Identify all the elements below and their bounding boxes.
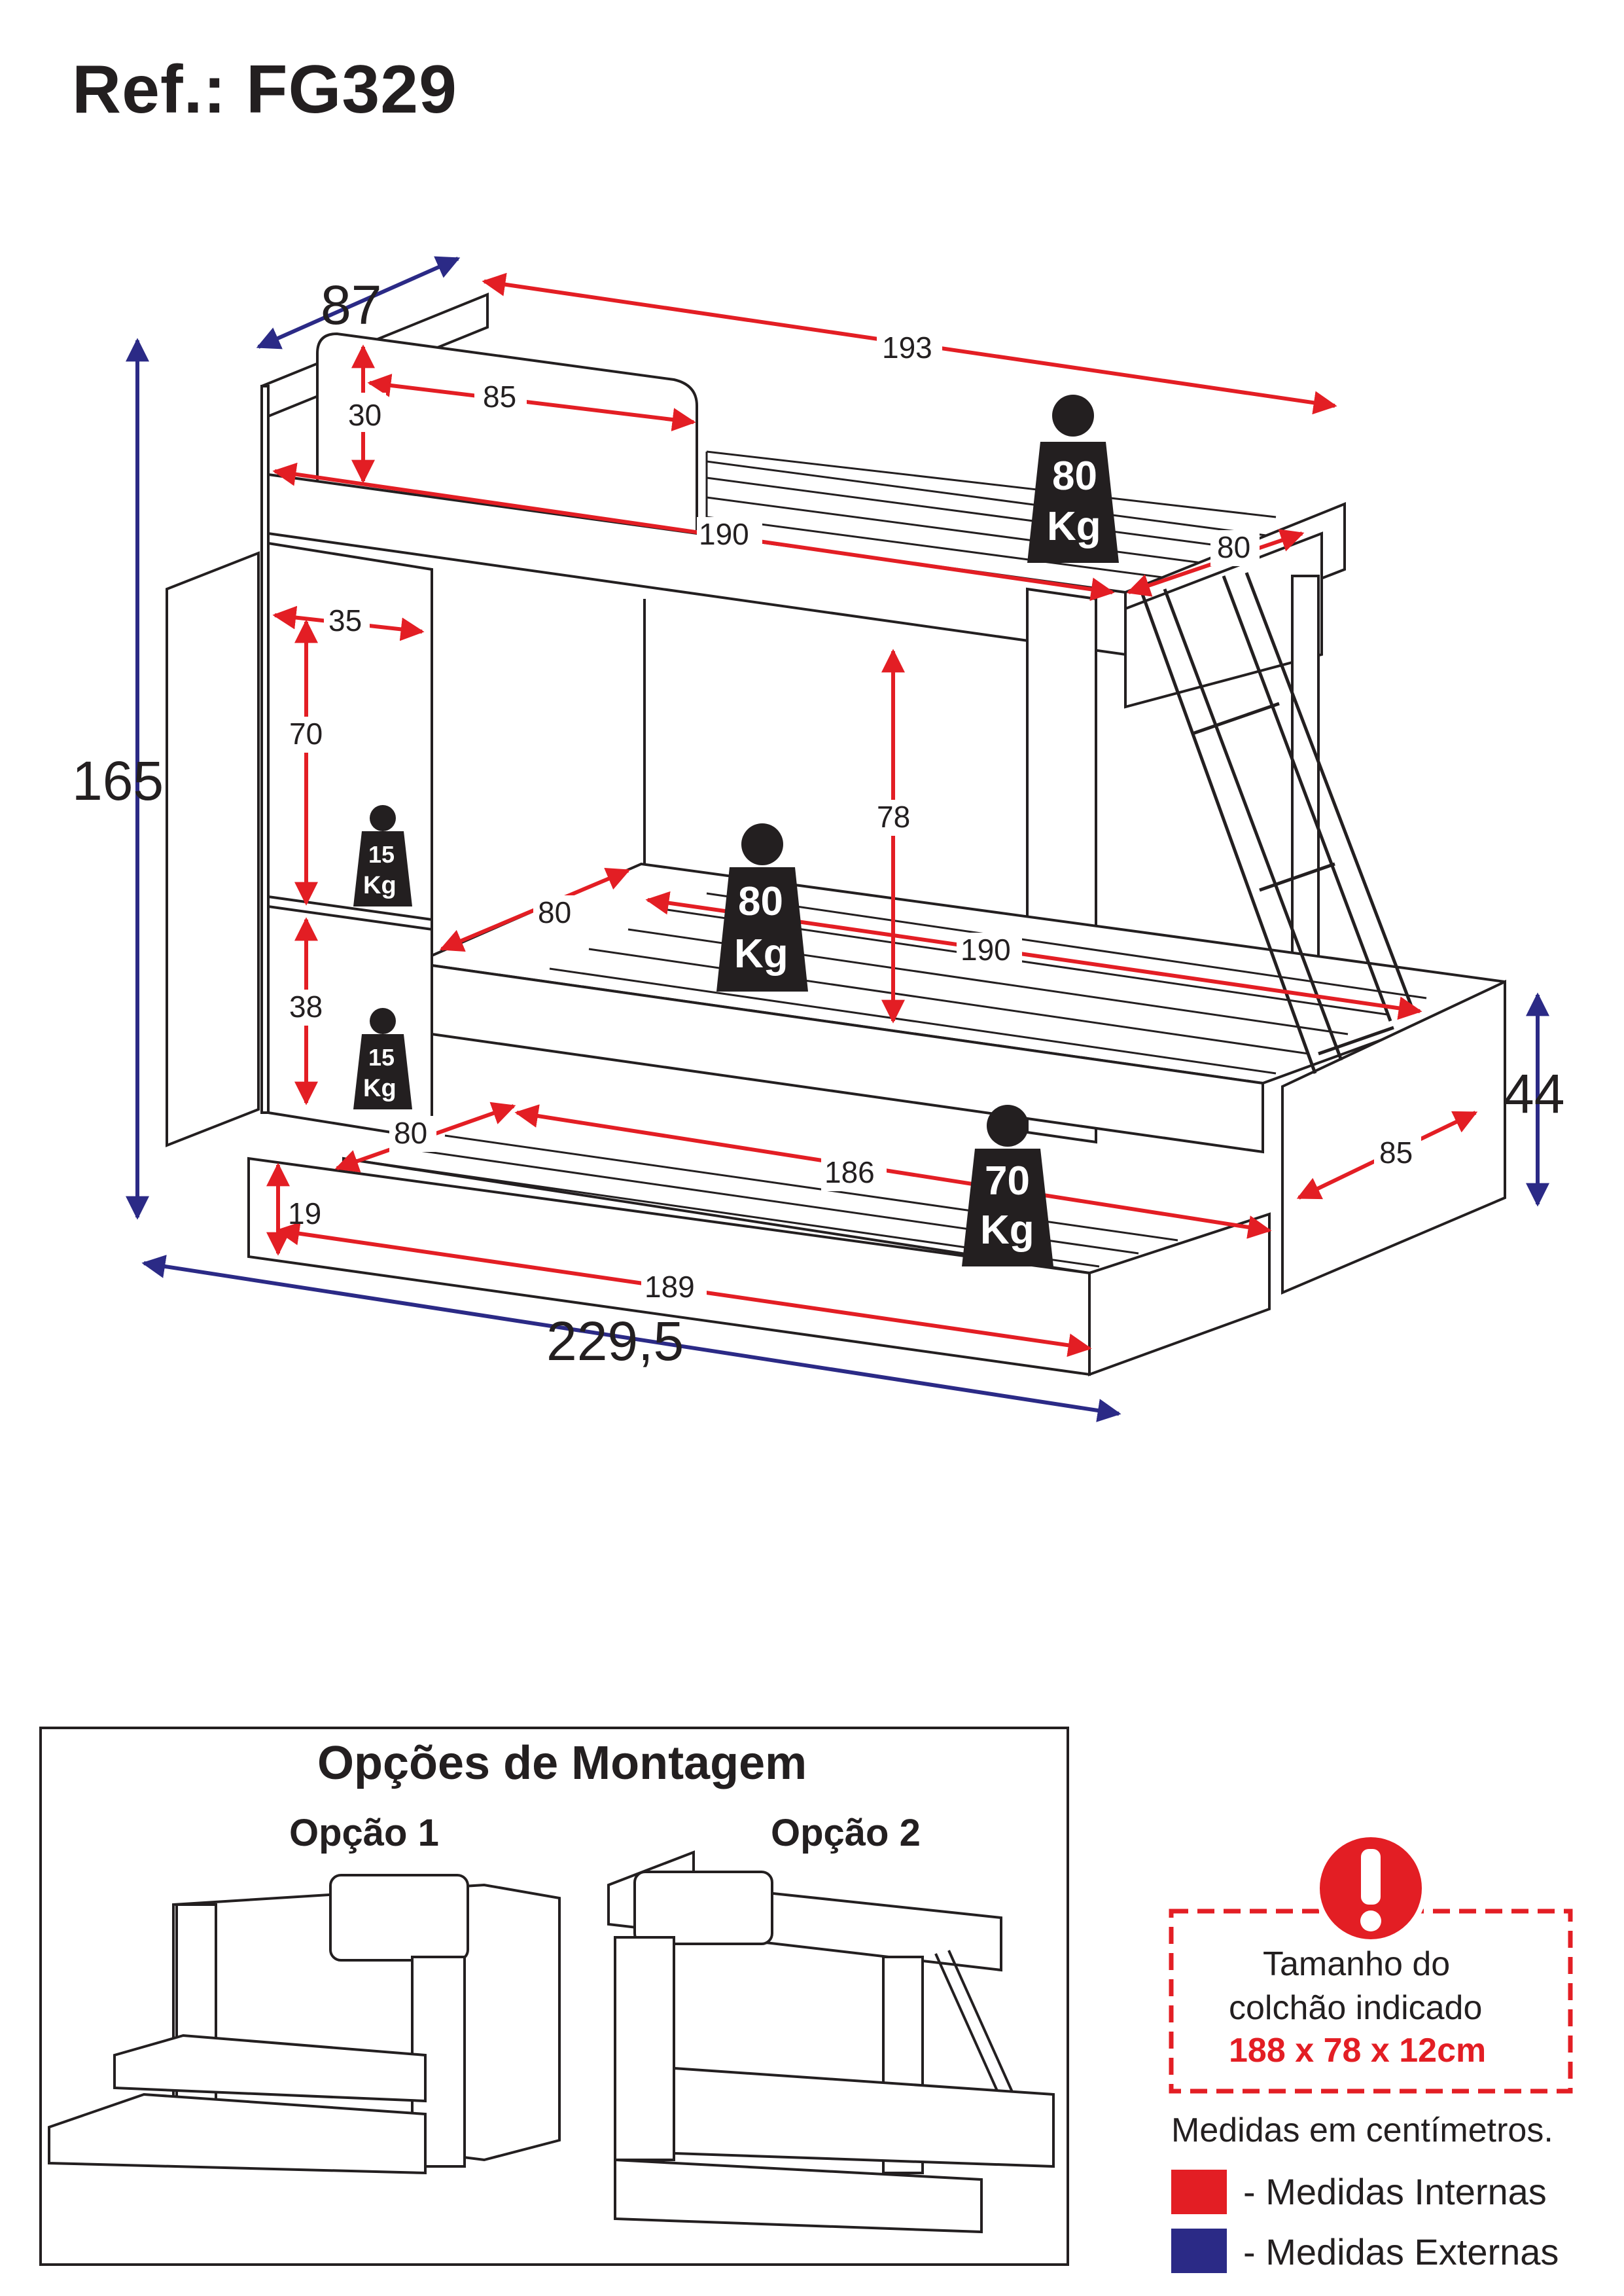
svg-text:70: 70 [985, 1158, 1030, 1204]
shelf-lower-height-label: 38 [289, 990, 323, 1024]
option2-label: Opção 2 [771, 1812, 921, 1854]
mattress-size: 188 x 78 x 12cm [1229, 2032, 1486, 2070]
option1-thumbnail [48, 1874, 561, 2175]
weight-icon-shelf-lower: 15 Kg [353, 1008, 412, 1109]
top-rail-height-label: 30 [348, 398, 381, 432]
weight-icon-top-bed: 80 Kg [1027, 395, 1119, 563]
assembly-options-box: Opções de Montagem Opção 1 Opção 2 [39, 1727, 1069, 2266]
weight-icon-trundle: 70 Kg [962, 1105, 1053, 1266]
legend-external-swatch [1171, 2229, 1227, 2273]
svg-text:Kg: Kg [363, 1075, 397, 1102]
weight-icon-shelf-upper: 15 Kg [353, 805, 412, 906]
legend-internal-swatch [1171, 2170, 1227, 2214]
mattress-notice: Tamanho do colchão indicado 188 x 78 x 1… [1169, 1832, 1573, 2094]
reference-title: Ref.: FG329 [72, 52, 457, 128]
legend-internal-label: - Medidas Internas [1243, 2171, 1547, 2212]
top-rail-length-label: 85 [483, 380, 516, 414]
legend-external-label: - Medidas Externas [1243, 2231, 1559, 2272]
svg-text:Kg: Kg [980, 1208, 1034, 1253]
svg-text:Kg: Kg [1047, 504, 1101, 549]
svg-text:Kg: Kg [734, 931, 788, 977]
svg-text:80: 80 [738, 879, 783, 924]
shelf-width-label: 35 [328, 603, 362, 637]
warning-icon [1315, 1832, 1427, 1945]
weight-icon-lower-bed: 80 Kg [716, 823, 808, 992]
trundle-width-label: 80 [394, 1116, 427, 1150]
lower-clearance-label: 78 [877, 800, 910, 834]
lower-bed-length-label: 190 [961, 933, 1011, 967]
svg-text:80: 80 [1052, 454, 1097, 499]
option1-label: Opção 1 [289, 1812, 439, 1854]
depth-label: 87 [321, 274, 381, 336]
top-mattress-length-label: 190 [699, 517, 749, 551]
trundle-outer-length-label: 189 [644, 1270, 695, 1304]
svg-text:Kg: Kg [363, 872, 397, 899]
top-bed-length-label: 193 [882, 331, 932, 365]
mattress-notice-line2: colchão indicado [1229, 1989, 1482, 2027]
height-total-label: 165 [72, 750, 164, 812]
trundle-length-label: 186 [824, 1155, 875, 1189]
lower-bed-width-label: 80 [538, 895, 571, 929]
internal-dimension-labels: 193 85 30 190 80 35 70 38 78 80 190 80 1… [285, 331, 1421, 1306]
svg-text:15: 15 [368, 841, 395, 868]
top-mattress-width-label: 80 [1217, 530, 1250, 564]
svg-text:15: 15 [368, 1044, 395, 1071]
width-total-label: 229,5 [546, 1310, 684, 1372]
trundle-height-label: 44 [1504, 1063, 1564, 1124]
mattress-notice-line1: Tamanho do [1263, 1945, 1450, 1983]
option2-thumbnail [607, 1850, 1055, 2234]
trundle-depth-label: 85 [1379, 1136, 1413, 1170]
legend: Medidas em centímetros. - Medidas Intern… [1171, 2111, 1559, 2273]
trundle-side-label: 19 [288, 1196, 321, 1230]
legend-note: Medidas em centímetros. [1171, 2111, 1553, 2149]
shelf-upper-height-label: 70 [289, 717, 323, 751]
assembly-options-title: Opções de Montagem [317, 1737, 807, 1789]
